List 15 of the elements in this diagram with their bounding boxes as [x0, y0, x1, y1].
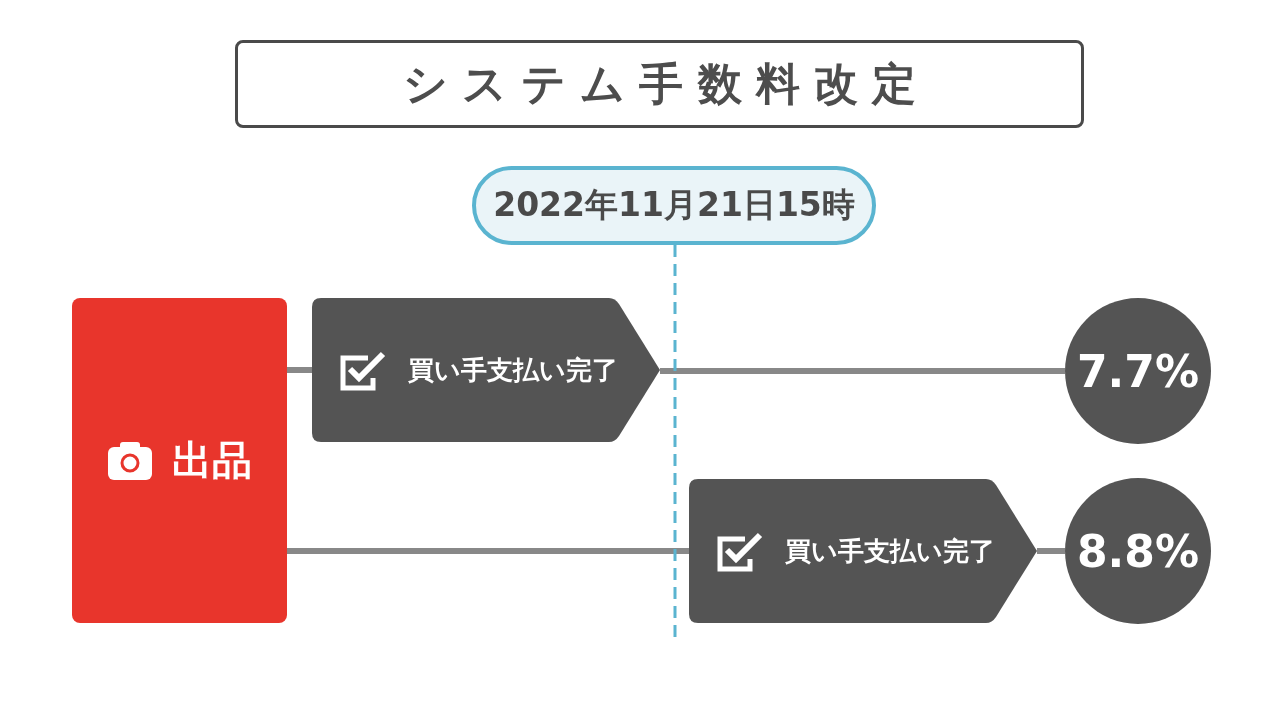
rate-value: 8.8% [1077, 525, 1199, 577]
connector-line [1037, 548, 1065, 554]
connector-line [287, 548, 689, 554]
dashed-line [673, 245, 677, 640]
process-box [72, 298, 287, 623]
connector-line [660, 368, 1065, 374]
title-banner: システム手数料改定 [235, 40, 1084, 128]
connector-line [287, 367, 312, 373]
chevron-box [312, 298, 660, 442]
node-label: 買い手支払い完了 [408, 353, 618, 387]
chevron-box [689, 479, 1037, 623]
node-label: 出品 [171, 436, 252, 485]
date-label: 2022年11月21日15時 [493, 184, 855, 226]
rate-value: 7.7% [1077, 345, 1199, 397]
node-label: 買い手支払い完了 [785, 534, 995, 568]
